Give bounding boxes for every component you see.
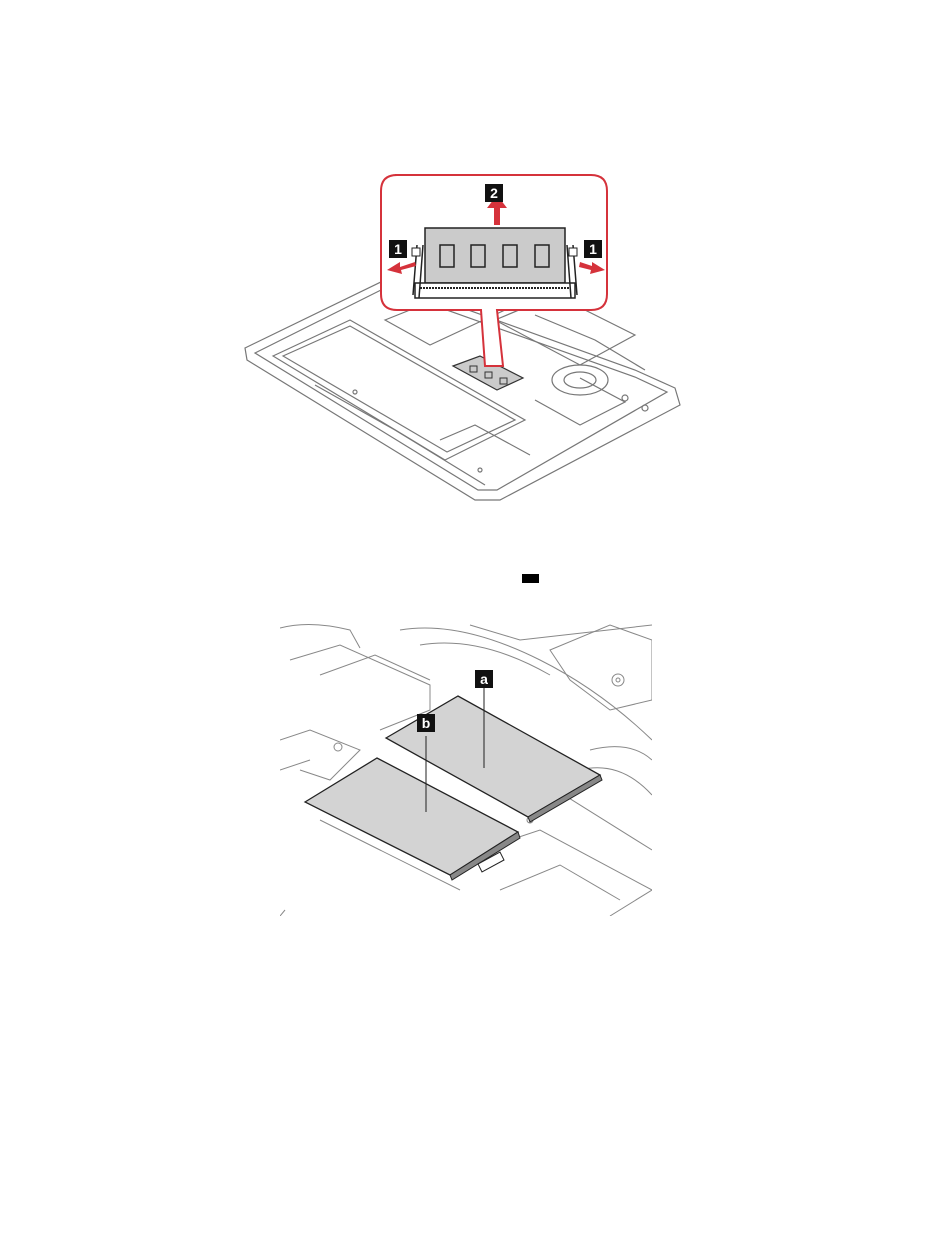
black-rectangle-marker bbox=[522, 574, 539, 583]
svg-text:1: 1 bbox=[394, 241, 402, 257]
svg-text:b: b bbox=[422, 715, 431, 731]
callout-badge-2: 2 bbox=[485, 184, 503, 202]
callout-badge-b: b bbox=[417, 714, 435, 732]
memory-modules-illustration: a b bbox=[280, 620, 652, 916]
svg-text:1: 1 bbox=[589, 241, 597, 257]
callout-badge-1-left: 1 bbox=[389, 240, 407, 258]
svg-text:a: a bbox=[480, 671, 488, 687]
memory-module-enlarged bbox=[412, 228, 577, 298]
callout-badge-a: a bbox=[475, 670, 493, 688]
memory-removal-illustration: 2 1 1 bbox=[235, 170, 685, 510]
callout-badge-1-right: 1 bbox=[584, 240, 602, 258]
svg-text:2: 2 bbox=[490, 185, 498, 201]
